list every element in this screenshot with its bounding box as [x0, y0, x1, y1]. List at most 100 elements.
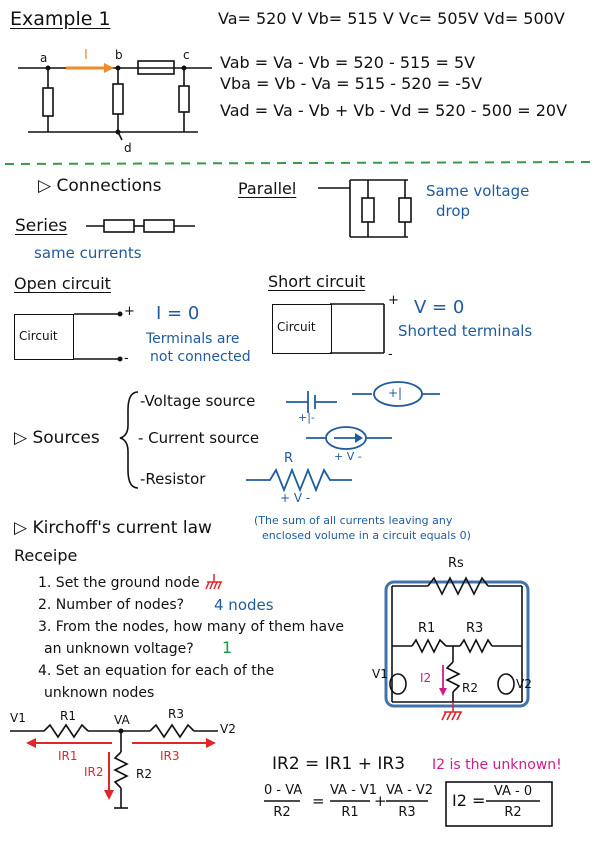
open-circuit-heading: Open circuit [14, 274, 111, 293]
current-source-polarity: + V - [334, 450, 362, 463]
parallel-diagram [318, 179, 412, 238]
frac1-numerator: 0 - VA [264, 783, 303, 798]
unknown-note: I2 is the unknown! [432, 757, 562, 773]
open-circuit-box-label: Circuit [19, 329, 58, 343]
i2-label: I2 [420, 671, 432, 685]
v1-label: V1 [372, 667, 388, 681]
equation-vad: Vad = Va - Vb + Vb - Vd = 520 - 500 = 20… [220, 101, 568, 120]
open-i-zero: I = 0 [156, 303, 200, 324]
i2-result-lhs: I2 = [452, 791, 486, 810]
frac1-denominator: R2 [273, 805, 291, 820]
node-d-label: d [124, 141, 132, 155]
sources-brace [119, 391, 139, 489]
short-circuit-box: Circuit [272, 304, 332, 354]
r3-label: R3 [466, 621, 484, 636]
open-circuit-box: Circuit [14, 314, 74, 360]
recipe-heading: Receipe [14, 546, 78, 565]
r1-label: R1 [418, 621, 436, 636]
section-divider [4, 161, 596, 165]
resistor-r-label: R [284, 451, 294, 466]
bottom-r2-label: R2 [136, 767, 152, 781]
equation-vab: Vab = Va - Vb = 520 - 515 = 5V [220, 53, 476, 72]
recipe-step-4a: 4. Set an equation for each of the [38, 663, 275, 679]
v2-label: V2 [516, 677, 532, 691]
short-circuit-heading: Short circuit [268, 272, 366, 291]
parallel-note-1: Same voltage [426, 182, 530, 200]
recipe-step-4b: unknown nodes [44, 685, 155, 701]
sources-heading: ▷ Sources [14, 428, 100, 448]
bottom-ir2-label: IR2 [84, 765, 104, 779]
bottom-ir3-label: IR3 [160, 749, 180, 763]
frac2-denominator: R1 [341, 805, 359, 820]
recipe-step-1: 1. Set the ground node [38, 575, 200, 591]
kcl-right-circuit-highlight [384, 580, 530, 708]
open-minus: - [124, 351, 129, 366]
short-note: Shorted terminals [398, 322, 533, 340]
voltage-source-polarity: +|- [298, 411, 315, 424]
parallel-note-2: drop [436, 202, 471, 220]
equation-vba: Vba = Vb - Va = 515 - 520 = -5V [220, 74, 483, 93]
bottom-v1-label: V1 [10, 711, 26, 725]
short-circuit-box-label: Circuit [277, 320, 316, 334]
i2-result-box [445, 781, 553, 827]
resistor-polarity: + V - [280, 491, 311, 505]
short-v-zero: V = 0 [414, 297, 465, 318]
recipe-step-2-answer: 4 nodes [214, 596, 274, 614]
voltage-source-icon [286, 381, 440, 413]
series-diagram [86, 219, 195, 233]
short-minus: - [388, 347, 393, 362]
r2-label: R2 [462, 681, 478, 695]
series-note: same currents [34, 244, 142, 262]
current-source-icon [306, 426, 392, 450]
open-note-2: not connected [150, 349, 251, 365]
current-i-label: I [84, 48, 88, 63]
bottom-va-label: VA [114, 713, 130, 727]
equals-sign: = [312, 792, 325, 810]
kcl-equation: IR2 = IR1 + IR3 [272, 754, 406, 774]
resistor-label: -Resistor [140, 470, 206, 488]
bottom-r3-label: R3 [168, 707, 184, 721]
kcl-note-1: (The sum of all currents leaving any [254, 514, 453, 527]
open-note-1: Terminals are [146, 331, 240, 347]
example-nodes [45, 65, 187, 135]
series-label: Series [15, 216, 68, 236]
bottom-ir1-label: IR1 [58, 749, 78, 763]
kcl-right-circuit [389, 576, 523, 703]
node-voltages: Va= 520 V Vb= 515 V Vc= 505V Vd= 500V [218, 9, 565, 28]
kcl-note-2: enclosed volume in a circuit equals 0) [262, 529, 471, 542]
recipe-step-3b: an unknown voltage? [44, 641, 194, 657]
recipe-step-3-answer: 1 [222, 638, 233, 657]
bottom-current-arrows [34, 742, 208, 792]
example-current-arrow [66, 63, 114, 73]
kcl-bottom-circuit [10, 723, 218, 809]
bottom-r1-label: R1 [60, 709, 76, 723]
voltage-source-label: -Voltage source [140, 392, 256, 410]
connections-heading: ▷ Connections [38, 176, 162, 196]
voltage-source-circle-text: +| [388, 386, 403, 400]
plus-sign: + [374, 792, 387, 810]
open-plus: + [124, 304, 135, 319]
node-a-label: a [40, 51, 48, 65]
short-plus: + [388, 293, 399, 308]
frac3-denominator: R3 [398, 805, 416, 820]
node-b-label: b [115, 48, 123, 62]
ground-icon [441, 702, 462, 721]
frac2-numerator: VA - V1 [330, 783, 378, 798]
example-title: Example 1 [10, 8, 111, 30]
example-circuit [18, 60, 212, 141]
kcl-heading: ▷ Kirchoff's current law [14, 518, 212, 538]
resistor-icon [246, 467, 352, 493]
bottom-v2-label: V2 [220, 722, 236, 736]
node-c-label: c [183, 48, 190, 62]
i2-result-denominator: R2 [504, 805, 522, 820]
parallel-label: Parallel [238, 179, 297, 198]
recipe-step-3a: 3. From the nodes, how many of them have [38, 619, 345, 635]
short-circuit-diagram [330, 303, 385, 354]
i2-result-numerator: VA - 0 [493, 784, 533, 799]
recipe-step-2: 2. Number of nodes? [38, 597, 185, 613]
open-circuit-diagram [74, 313, 120, 360]
rs-label: Rs [448, 556, 464, 571]
current-source-label: - Current source [138, 429, 260, 447]
frac3-numerator: VA - V2 [386, 783, 434, 798]
